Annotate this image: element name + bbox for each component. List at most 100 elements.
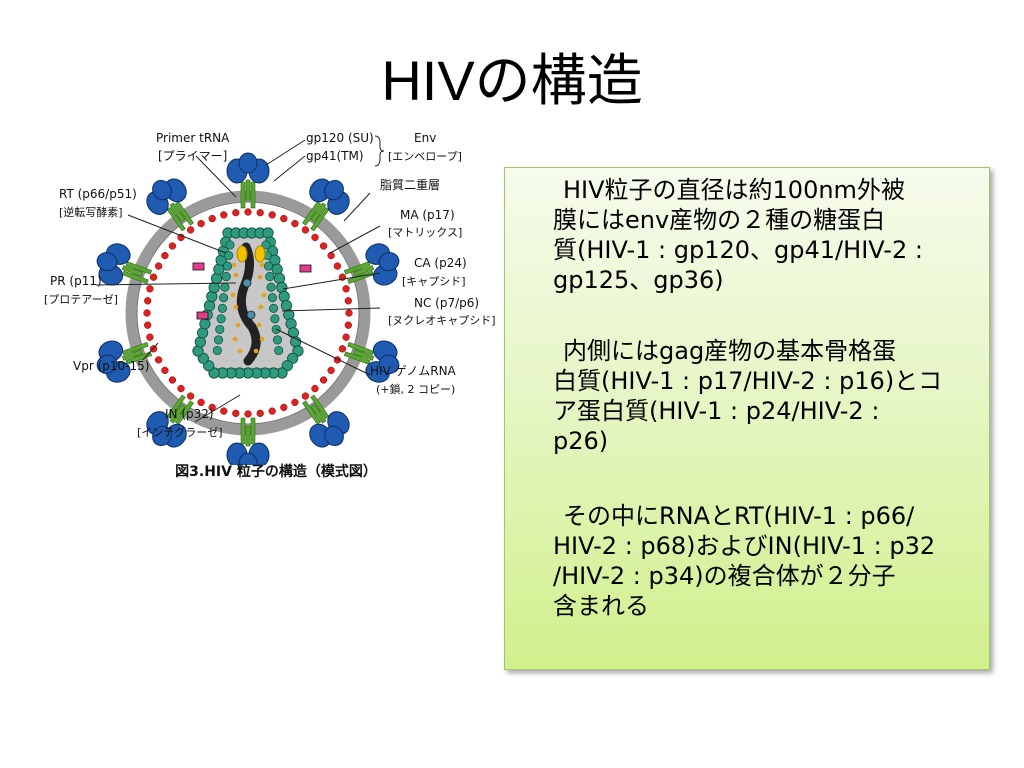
capsid-bead <box>217 303 227 313</box>
label-gp120: gp120 (SU) <box>306 131 374 145</box>
explanation-box: HIV粒子の直径は約100nm外被 膜にはenv産物の２種の糖蛋白 質(HIV-… <box>504 167 990 670</box>
rna-dot <box>230 292 236 298</box>
env-spike <box>96 243 153 286</box>
genome-rna <box>230 262 267 354</box>
matrix-bead <box>301 226 310 234</box>
capsid-bead <box>212 345 222 356</box>
label-env: Env <box>414 131 436 145</box>
text-line: 膜にはenv産物の２種の糖蛋白 <box>553 206 886 234</box>
text-line: ア蛋白質(HIV-1 : p24/HIV-2 : <box>553 397 880 425</box>
capsid-bead <box>278 290 290 303</box>
rna-dot <box>256 322 262 328</box>
text-line: 含まれる <box>553 592 649 620</box>
label-rt: RT (p66/p51) <box>59 187 137 201</box>
label-nc: NC (p7/p6) <box>414 296 479 310</box>
label-nc-jp: [ヌクレオキャプシド] <box>388 314 496 327</box>
matrix-protein-ring <box>143 208 353 418</box>
label-in-jp: [インテグラーゼ] <box>137 425 223 439</box>
env-spike <box>226 417 270 465</box>
rna-dot <box>259 262 265 268</box>
label-ca-jp: [キャプシド] <box>402 275 466 288</box>
matrix-bead <box>168 376 177 384</box>
capsid-bead <box>199 318 211 330</box>
label-genome-sub: (+鎖, 2 コピー) <box>376 382 455 396</box>
capsid-bead <box>216 314 226 324</box>
capsid-bead <box>280 300 293 312</box>
label-pr-jp: [プロテアーゼ] <box>44 293 118 306</box>
matrix-bead <box>232 209 240 217</box>
label-rt-jp: [逆転写酵素] <box>59 205 123 219</box>
capsid-bead <box>273 272 286 284</box>
matrix-bead <box>220 211 228 219</box>
matrix-bead <box>327 366 335 375</box>
matrix-bead <box>319 242 328 250</box>
capsid-bead <box>261 240 271 250</box>
capsid-bead <box>213 335 224 345</box>
text-line: gp125、gp36) <box>553 266 724 294</box>
matrix-bead <box>232 409 240 417</box>
matrix-bead <box>291 219 299 228</box>
rna-dot <box>235 322 241 328</box>
text-line: 白質(HIV-1 : p17/HIV-2 : p16)とコ <box>553 367 943 395</box>
rna-dot <box>253 348 259 354</box>
label-vpr: Vpr (p10-15) <box>73 359 149 373</box>
matrix-bead <box>208 214 216 223</box>
matrix-bead <box>149 273 158 281</box>
matrix-bead <box>268 407 276 415</box>
matrix-bead <box>301 392 310 400</box>
matrix-bead <box>197 398 205 407</box>
text-line: 内側にはgag産物の基本骨格蛋 <box>563 337 897 365</box>
matrix-bead <box>177 384 185 393</box>
rna-dot <box>232 336 238 342</box>
capsid-bead <box>266 282 276 292</box>
env-brace <box>374 135 385 167</box>
env-spike <box>226 152 270 209</box>
matrix-bead <box>168 242 177 250</box>
capsid-bead <box>213 263 225 275</box>
env-spike <box>146 178 194 232</box>
text-line: /HIV-2 : p34)の複合体が２分子 <box>553 562 896 590</box>
rna-dot <box>233 272 239 278</box>
env-spike <box>302 178 350 232</box>
matrix-bead <box>244 208 252 216</box>
matrix-bead <box>327 251 335 260</box>
matrix-bead <box>311 384 319 393</box>
matrix-bead <box>244 410 252 418</box>
matrix-bead <box>344 321 352 329</box>
matrix-bead <box>144 321 152 329</box>
matrix-bead <box>333 262 342 270</box>
capsid-bead <box>274 345 284 356</box>
matrix-bead <box>342 333 350 341</box>
label-ma: MA (p17) <box>400 208 455 222</box>
env-glycoprotein-spikes <box>96 152 400 465</box>
matrix-bead <box>146 333 154 341</box>
capsid-bead <box>219 293 229 303</box>
primer-trna-mark <box>236 245 248 263</box>
env-spike <box>96 340 153 383</box>
env-spike <box>302 394 350 448</box>
env-spike <box>146 394 194 448</box>
text-line: HIV-2 : p68)およびIN(HIV-1 : p32 <box>553 532 936 560</box>
capsid-bead <box>221 272 231 282</box>
capsid-bead <box>210 272 223 284</box>
figure-caption: 図3.HIV 粒子の構造（模式図） <box>175 464 377 480</box>
matrix-bead <box>280 214 288 223</box>
env-spike <box>343 340 400 383</box>
matrix-bead <box>146 285 154 293</box>
capsid-bead <box>203 300 216 312</box>
matrix-bead <box>197 219 205 228</box>
matrix-bead <box>220 407 228 415</box>
matrix-bead <box>186 392 195 400</box>
matrix-bead <box>311 233 319 242</box>
matrix-bead <box>161 251 169 260</box>
capsid-bead <box>287 327 299 339</box>
matrix-bead <box>186 226 195 234</box>
capsid-bead <box>224 250 234 261</box>
capsid-bead <box>262 227 274 239</box>
matrix-bead <box>345 309 353 317</box>
rna-dot <box>258 304 264 310</box>
hiv-structure-figure: Primer tRNA [プライマー] RT (p66/p51) [逆転写酵素]… <box>30 125 520 495</box>
capsid-protein-beads <box>192 227 304 379</box>
leader-lines <box>95 139 381 423</box>
label-pr: PR (p11) <box>50 274 102 288</box>
